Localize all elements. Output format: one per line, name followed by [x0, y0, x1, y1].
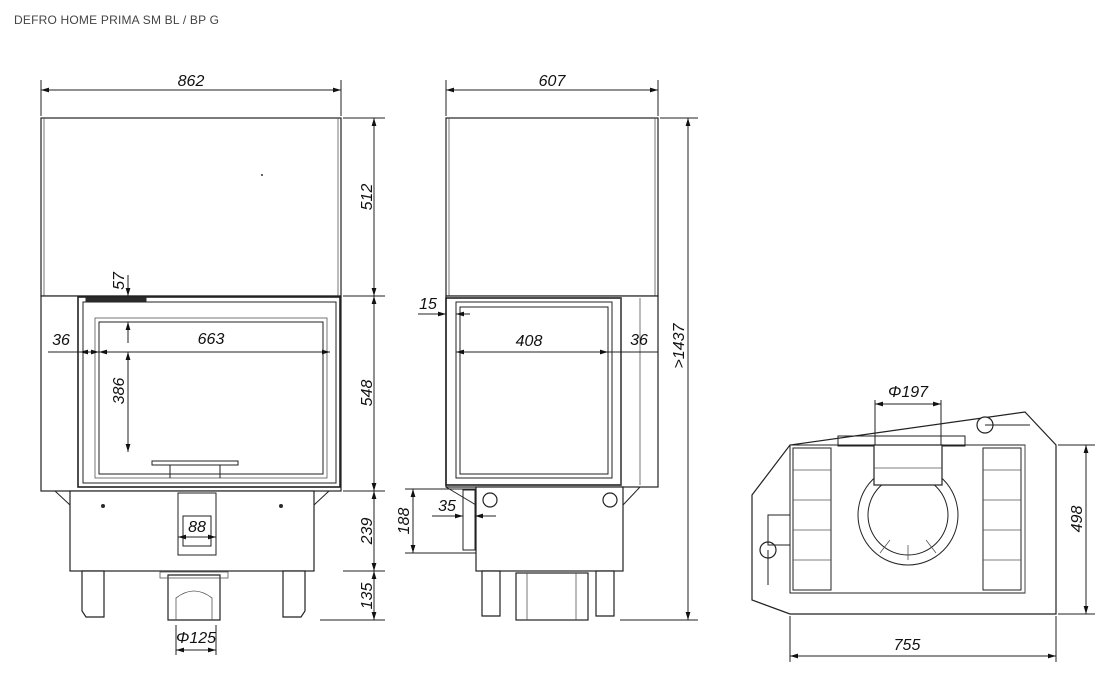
plan-view — [751, 411, 1057, 615]
side-top-casing — [445, 117, 659, 297]
plan-bricks-left — [792, 447, 832, 591]
dim-front-left-frame: 36 — [52, 332, 70, 349]
dim-side-glass-width: 408 — [516, 333, 543, 350]
front-left-leg — [81, 570, 105, 618]
side-base — [475, 486, 624, 572]
dim-side-inlet-height: 188 — [396, 508, 413, 535]
front-door-frame — [77, 296, 341, 488]
dim-glass-width: 663 — [198, 331, 225, 348]
front-top-casing — [40, 117, 342, 297]
dim-side-frame-right: 36 — [630, 332, 648, 349]
front-door-band — [40, 295, 342, 492]
front-base — [69, 490, 315, 572]
dim-front-width: 862 — [178, 73, 205, 90]
side-connector-right — [602, 492, 618, 508]
side-view — [445, 117, 659, 621]
front-right-leg — [282, 570, 306, 618]
drawing-title: DEFRO HOME PRIMA SM BL / BP G — [14, 13, 220, 27]
side-dimensions: 607 >1437 15 408 36 188 35 — [396, 73, 698, 621]
dim-inlet-width: 88 — [188, 519, 206, 536]
plan-outline — [751, 411, 1057, 615]
dim-leg-height: 135 — [359, 583, 376, 610]
side-left-leg — [481, 570, 501, 617]
dim-side-inlet-width: 35 — [438, 498, 456, 515]
dim-plan-depth: 498 — [1069, 506, 1086, 533]
plan-dimensions: Φ197 498 755 — [789, 384, 1095, 662]
plan-flue-collar — [873, 444, 943, 486]
dim-top-height: 512 — [359, 184, 376, 211]
dim-bottom-flue: Φ125 — [176, 630, 216, 647]
front-dimensions: 862 512 548 239 135 57 36 663 386 88 Φ12… — [40, 73, 385, 655]
side-glass — [459, 306, 609, 475]
dim-total-height: >1437 — [671, 322, 688, 368]
front-glass — [98, 321, 324, 475]
plan-bricks-right — [982, 447, 1022, 591]
side-door-band — [445, 295, 659, 488]
dim-base-height: 239 — [359, 518, 376, 546]
dim-side-depth: 607 — [539, 73, 567, 90]
dim-glass-top-offset: 57 — [111, 271, 128, 290]
dim-door-height: 548 — [359, 380, 376, 407]
side-right-leg — [595, 570, 615, 617]
front-air-inlet — [177, 492, 217, 556]
dim-plan-width: 755 — [894, 637, 921, 654]
front-view — [40, 117, 342, 621]
dim-top-flue: Φ197 — [888, 384, 929, 401]
front-bottom-flue — [167, 574, 221, 621]
dim-glass-height: 386 — [111, 378, 128, 405]
side-connector-left — [482, 492, 498, 508]
dim-side-frame-left: 15 — [419, 296, 437, 313]
